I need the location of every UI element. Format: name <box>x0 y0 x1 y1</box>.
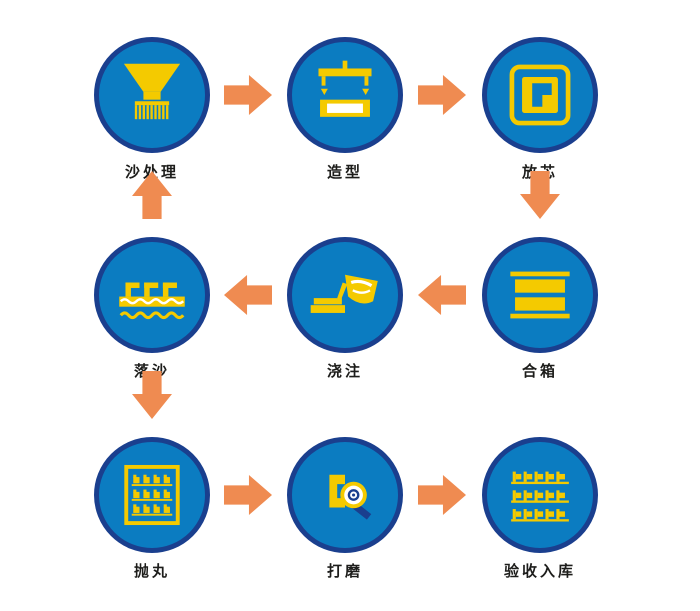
flow-arrow-shotblast-to-grinding <box>224 475 272 515</box>
node-core-setting <box>482 37 598 153</box>
shakeout-conveyor-icon <box>119 282 185 320</box>
warehouse-shelves-icon <box>511 471 569 522</box>
label-shot-blasting: 抛丸 <box>133 562 170 580</box>
label-mold-assembly: 合箱 <box>521 362 558 380</box>
label-grinding: 打磨 <box>326 562 363 580</box>
stacked-flasks-icon <box>510 271 570 319</box>
node-mold-assembly <box>482 237 598 353</box>
node-pouring <box>287 237 403 353</box>
label-pouring: 浇注 <box>326 362 363 380</box>
label-sand-processing: 沙处理 <box>72 161 232 182</box>
node-inspection-storage <box>482 437 598 553</box>
pouring-ladle-icon <box>310 274 378 313</box>
sand-hopper-icon <box>123 63 181 120</box>
node-shakeout <box>94 237 210 353</box>
flow-arrow-pouring-to-shakeout <box>224 275 272 315</box>
label-inspection-storage: 验收入库 <box>503 562 576 580</box>
grinder-icon <box>329 474 372 520</box>
molding-press-icon <box>318 60 372 117</box>
flow-arrow-sand-to-molding <box>224 75 272 115</box>
node-grinding <box>287 437 403 553</box>
flow-arrow-assembly-to-pouring <box>418 275 466 315</box>
flow-arrow-grinding-to-storage <box>418 475 466 515</box>
node-sand-processing <box>94 37 210 153</box>
label-molding: 造型 <box>326 163 363 181</box>
node-shot-blasting <box>94 437 210 553</box>
node-molding <box>287 37 403 153</box>
core-setting-icon <box>509 64 571 126</box>
shot-blast-cabinet-icon <box>124 464 180 526</box>
flow-arrow-molding-to-core <box>418 75 466 115</box>
